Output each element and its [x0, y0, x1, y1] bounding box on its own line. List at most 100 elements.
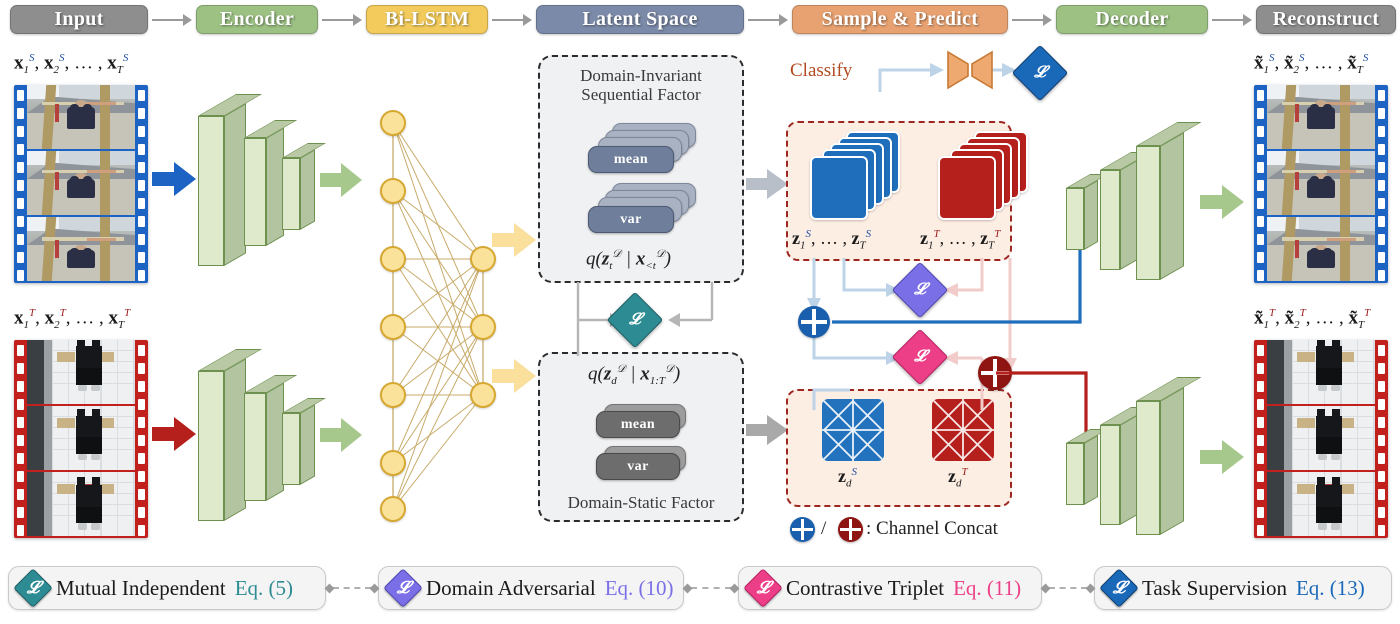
stage-arrow-1 — [152, 14, 192, 26]
stage-bi-lstm[interactable]: Bi-LSTM — [366, 5, 488, 34]
conv-block — [198, 349, 263, 521]
lstm-node-backward-3 — [470, 382, 496, 408]
concat-legend-icon-red — [838, 517, 863, 542]
legend-item-equation: Eq. (10) — [604, 575, 674, 600]
stage-arrow-4 — [748, 14, 788, 26]
stage-sample-predict[interactable]: Sample & Predict — [792, 5, 1008, 34]
z-target-card-1 — [938, 156, 996, 220]
invariant-mean-pill: mean — [588, 146, 674, 173]
concat-legend-separator: / — [821, 518, 827, 539]
arrow-encoder-target-to-lstm — [320, 418, 362, 452]
encoder-target-blocks — [198, 349, 326, 535]
reconstruct-target-filmstrip — [1254, 340, 1388, 538]
video-frame — [1267, 340, 1375, 406]
video-frame — [1267, 406, 1375, 472]
stage-bar: Input Encoder Bi-LSTM Latent Space Sample & … — [0, 0, 1400, 38]
decoder-target-blocks — [1066, 377, 1202, 541]
film-frames — [27, 85, 135, 283]
legend-item-equation: Eq. (11) — [953, 575, 1022, 600]
conv-block — [1100, 407, 1152, 525]
bi-lstm-network — [360, 100, 510, 522]
lstm-node-forward-4 — [380, 314, 406, 340]
legend-connector-3 — [1040, 583, 1096, 593]
lstm-node-forward-1 — [380, 110, 406, 136]
stage-encoder[interactable]: Encoder — [196, 5, 318, 34]
lstm-node-backward-1 — [470, 246, 496, 272]
video-frame — [27, 151, 135, 217]
video-frame — [27, 340, 135, 406]
video-frame — [1267, 472, 1375, 538]
lstm-node-forward-5 — [380, 382, 406, 408]
lstm-edges — [392, 122, 484, 510]
static-to-concat-wires — [812, 388, 984, 410]
film-frames — [1267, 340, 1375, 538]
film-perforation-column — [1375, 85, 1388, 283]
stage-arrow-2 — [322, 14, 362, 26]
loss-diamond-icon: 𝓛 — [383, 568, 423, 608]
arrow-lstm-to-static — [492, 359, 536, 393]
z-d-target-label: zdT — [948, 466, 968, 490]
conv-block — [244, 375, 298, 501]
concat-legend-icon-blue — [790, 517, 815, 542]
stage-arrow-6 — [1212, 14, 1252, 26]
film-perforation-column — [135, 340, 148, 538]
input-target-label: x1T, x2T, … , xTT — [14, 307, 131, 332]
conv-block — [244, 120, 298, 246]
invariant-q-formula: q(zt𝒟 | x<t𝒟) — [586, 248, 671, 273]
arrow-invariant-to-sample — [746, 169, 788, 199]
film-perforation-column — [14, 85, 27, 283]
arrow-encoder-source-to-lstm — [320, 163, 362, 197]
input-source-filmstrip — [14, 85, 148, 283]
video-frame — [27, 85, 135, 151]
static-q-formula: q(zd𝒟 | x1:T𝒟) — [588, 363, 681, 388]
video-frame — [27, 406, 135, 472]
reconstruct-source-filmstrip — [1254, 85, 1388, 283]
stage-input[interactable]: Input — [10, 5, 148, 34]
z-source-sequence-label: z1S, … , zTS — [792, 228, 872, 252]
legend-item-label: Domain Adversarial — [426, 575, 596, 600]
arrow-static-to-sample — [746, 415, 788, 445]
arrow-decoder-target-to-output — [1200, 440, 1244, 474]
input-target-filmstrip — [14, 340, 148, 538]
video-frame — [27, 472, 135, 538]
conv-block — [1066, 429, 1109, 505]
film-perforation-column — [14, 340, 27, 538]
loss-symbol: 𝓛 — [1034, 64, 1046, 81]
lstm-node-forward-2 — [380, 178, 406, 204]
stage-latent-space[interactable]: Latent Space — [536, 5, 744, 34]
lstm-node-backward-2 — [470, 314, 496, 340]
film-perforation-column — [1254, 85, 1267, 283]
z-d-source-graph — [822, 399, 884, 461]
legend-connector-1 — [324, 583, 380, 593]
video-frame — [1267, 217, 1375, 283]
static-var-pill: var — [596, 453, 680, 480]
domain-invariant-title-line1: Domain-Invariant — [580, 66, 702, 85]
loss-diamond-icon: 𝓛 — [13, 568, 53, 608]
film-perforation-column — [1254, 340, 1267, 538]
video-frame — [1267, 151, 1375, 217]
conv-block — [1136, 377, 1202, 535]
classify-flow — [878, 50, 1016, 92]
encoder-source-blocks — [198, 94, 326, 280]
domain-invariant-title-line2: Sequential Factor — [581, 85, 701, 105]
stage-arrow-3 — [492, 14, 532, 26]
legend-item-equation: Eq. (13) — [1295, 575, 1365, 600]
lstm-node-forward-6 — [380, 450, 406, 476]
domain-static-title: Domain-Static Factor — [567, 493, 715, 512]
legend-connector-2 — [682, 583, 740, 593]
loss-symbol: 𝓛 — [629, 311, 641, 328]
stage-reconstruct[interactable]: Reconstruct — [1256, 5, 1396, 34]
film-perforation-column — [1375, 340, 1388, 538]
static-mean-pill: mean — [596, 411, 680, 438]
loss-diamond-icon: 𝓛 — [1099, 568, 1139, 608]
z-d-target-graph — [932, 399, 994, 461]
decoder-source-blocks — [1066, 122, 1202, 286]
stage-decoder[interactable]: Decoder — [1056, 5, 1208, 34]
reconstruct-source-label: x̃1S, x̃2S, … , x̃TS — [1254, 52, 1369, 77]
z-d-source-label: zdS — [838, 466, 857, 490]
